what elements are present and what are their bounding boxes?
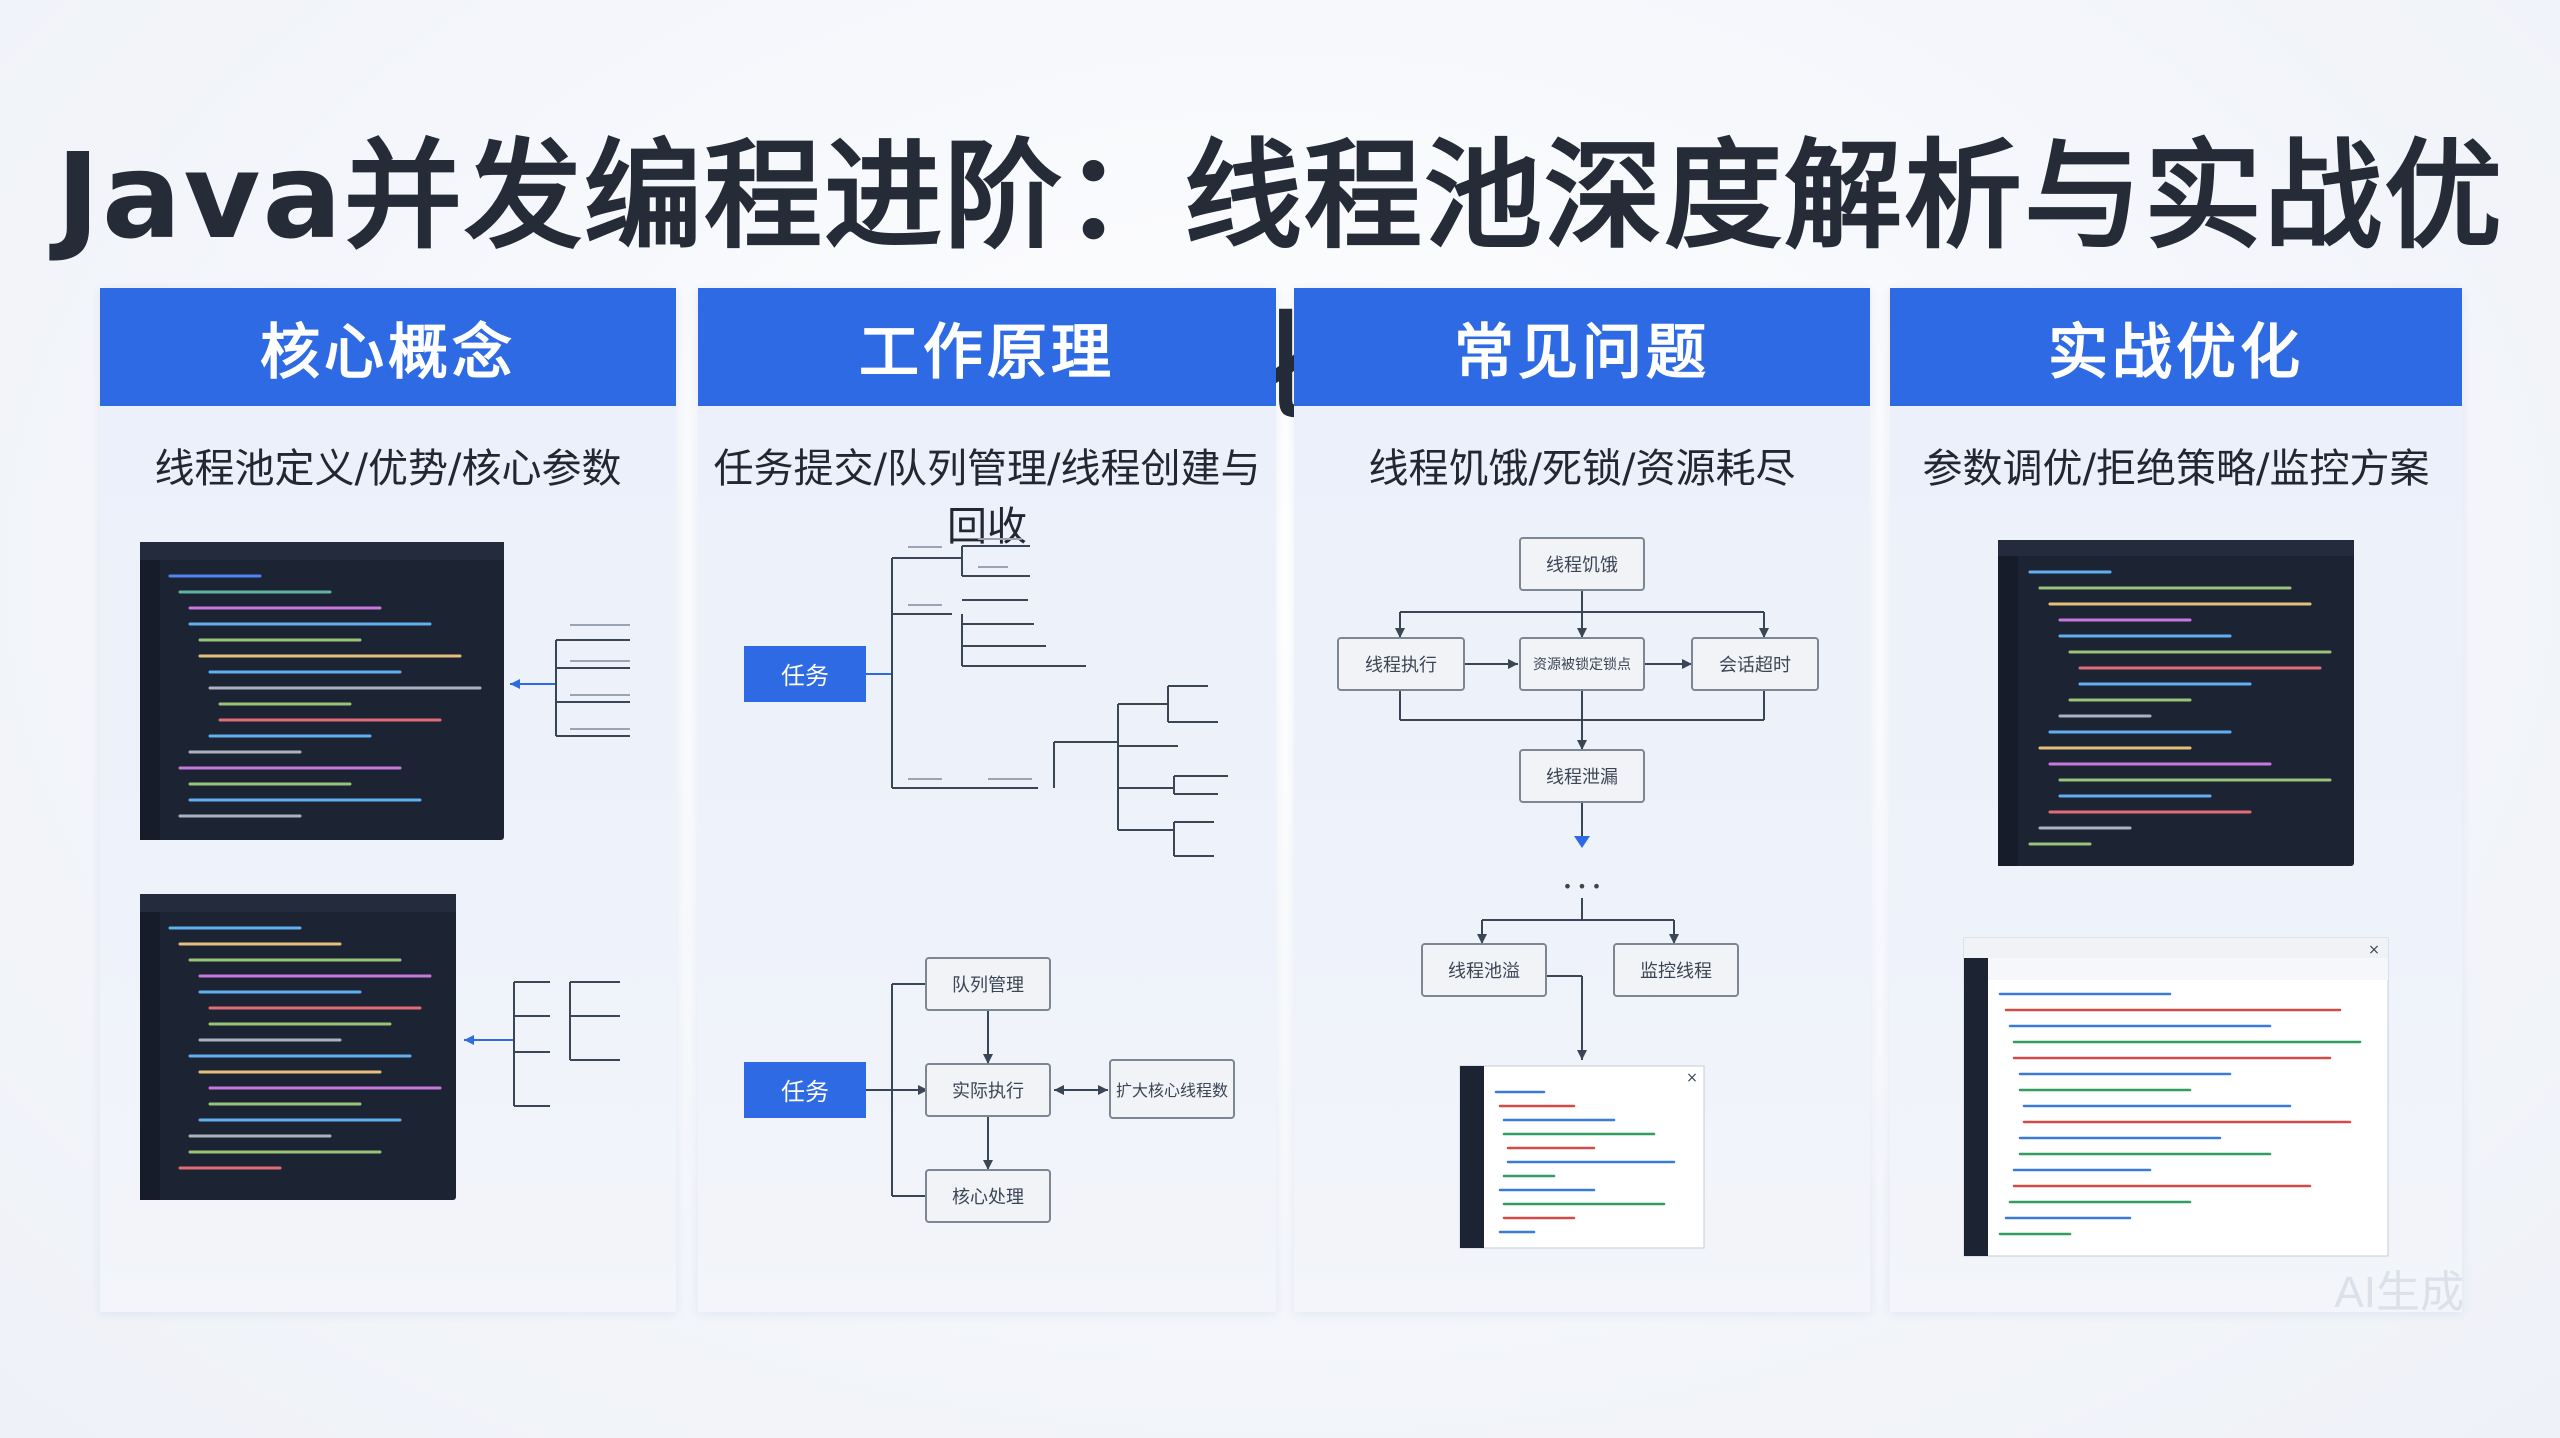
- panel-header: 工作原理: [698, 288, 1276, 406]
- code-screenshots: [140, 542, 630, 1200]
- panel-common-issues: 常见问题 线程饥饿/死锁/资源耗尽: [1294, 288, 1870, 1312]
- watermark: AI生成: [2334, 1268, 2464, 1317]
- panel-header: 实战优化: [1890, 288, 2462, 406]
- task-block-node: 线程执行: [1365, 655, 1437, 676]
- code-window: [1998, 540, 2354, 866]
- panel-body: 任务 任务 队列管理 实际执行 扩大核心线程数: [698, 536, 1276, 1312]
- panel-working-principle: 工作原理 任务提交/队列管理/线程创建与回收: [698, 288, 1276, 1312]
- deadlock-node: 资源被锁定锁点: [1533, 657, 1631, 673]
- workflow-diagram: 任务 任务 队列管理 实际执行 扩大核心线程数: [744, 538, 1235, 1223]
- optimization-screens: ×: [1963, 540, 2389, 1257]
- panel-subtitle: 线程饥饿/死锁/资源耗尽: [1368, 446, 1796, 492]
- wait-resource-node: 会话超时: [1719, 655, 1791, 676]
- thread-hunger-node: 线程饥饿: [1546, 555, 1618, 576]
- svg-text:×: ×: [2368, 942, 2380, 958]
- branch-right-node: 监控线程: [1640, 961, 1712, 982]
- side-node: 扩大核心线程数: [1116, 1081, 1228, 1100]
- panel-subtitle: 任务提交/队列管理/线程创建与回收: [713, 446, 1261, 550]
- ide-window: ×: [1459, 1065, 1705, 1249]
- ide-window: ×: [1963, 937, 2389, 1257]
- panel-core-concepts: 核心概念 线程池定义/优势/核心参数: [100, 288, 676, 1312]
- core-logic-node: 核心处理: [952, 1187, 1024, 1208]
- task-node-label: 任务: [781, 1078, 829, 1106]
- task-node-label: 任务: [781, 662, 829, 690]
- panel-body: 线程饥饿 线程执行 资源被锁定锁点 会话超时 线程泄漏 • • • 线程池溢 监…: [1294, 536, 1870, 1312]
- ellipsis: • • •: [1563, 877, 1601, 896]
- issues-flowchart: 线程饥饿 线程执行 资源被锁定锁点 会话超时 线程泄漏 • • • 线程池溢 监…: [1337, 537, 1819, 1249]
- queue-manage-node: 队列管理: [952, 975, 1024, 996]
- panel-body: [100, 536, 676, 1312]
- branch-left-node: 线程池溢: [1448, 961, 1520, 982]
- panel-subtitle: 线程池定义/优势/核心参数: [154, 446, 622, 492]
- panel-header: 核心概念: [100, 288, 676, 406]
- panel-header: 常见问题: [1294, 288, 1870, 406]
- resource-exhaust-node: 线程泄漏: [1546, 767, 1618, 788]
- code-window: [140, 542, 504, 840]
- panel-optimization: 实战优化 参数调优/拒绝策略/监控方案: [1890, 288, 2462, 1312]
- svg-text:×: ×: [1686, 1070, 1698, 1086]
- code-window: [140, 894, 456, 1200]
- execute-node: 实际执行: [952, 1081, 1024, 1102]
- panel-subtitle: 参数调优/拒绝策略/监控方案: [1922, 446, 2430, 492]
- panel-body: ×: [1890, 536, 2462, 1312]
